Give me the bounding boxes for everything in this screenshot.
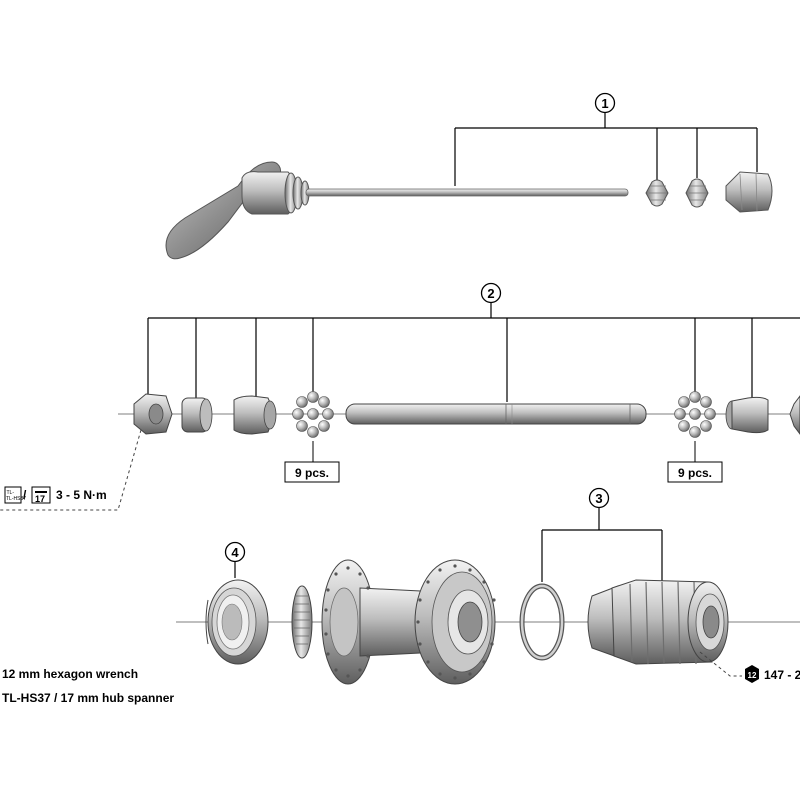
svg-text:17: 17 (35, 494, 45, 504)
torque-spec-left: TL- TL-HS37 / 17 3 - 5 N·m (0, 429, 142, 511)
svg-text:12: 12 (748, 671, 757, 680)
ball-count-right: 9 pcs. (667, 441, 723, 483)
callout-4: 4 (224, 541, 246, 578)
svg-text:/: / (23, 488, 27, 502)
hub-axle (345, 403, 647, 425)
cone-left (233, 395, 277, 435)
torque-right-value: 147 - 2 (764, 668, 800, 682)
svg-text:TL-HS37: TL-HS37 (6, 496, 26, 502)
callout-1-number: 1 (601, 96, 608, 111)
callout-3: 3 (541, 487, 663, 588)
ball-count-left-label: 9 pcs. (295, 466, 329, 480)
dust-cap (205, 579, 269, 665)
freehub-spacer-ring (519, 583, 565, 661)
ball-bearings-left (292, 391, 334, 438)
ball-count-right-label: 9 pcs. (678, 466, 712, 480)
skewer-adjusting-nut (725, 171, 773, 213)
ball-bearings-right (674, 391, 716, 438)
torque-left-value: 3 - 5 N·m (56, 488, 107, 502)
callout-2-number: 2 (487, 286, 494, 301)
callout-3-number: 3 (595, 491, 602, 506)
hub-shell (291, 559, 496, 685)
axle-assembly (133, 391, 800, 438)
ball-count-left: 9 pcs. (284, 441, 340, 483)
cone-right (725, 396, 769, 434)
legend-line-2: TL-HS37 / 17 mm hub spanner (2, 691, 174, 705)
svg-text:TL-: TL- (7, 490, 15, 496)
lock-nut-left (133, 393, 173, 435)
skewer-rod (305, 188, 629, 197)
callout-1: 1 (454, 92, 758, 186)
wrench-17mm-icon: 17 (31, 486, 51, 504)
quick-release-skewer (165, 161, 773, 260)
spacer-left (181, 397, 213, 433)
lock-nut-right (789, 395, 800, 435)
freehub-body (587, 579, 729, 665)
legend-line-1: 12 mm hexagon wrench (2, 667, 138, 681)
callout-4-number: 4 (231, 545, 239, 560)
callout-2: 2 (147, 282, 800, 402)
wrench-12mm-icon: 12 (745, 665, 759, 683)
hub-spanner-icon: TL- TL-HS37 (4, 486, 26, 504)
tool-legend: 12 mm hexagon wrench TL-HS37 / 17 mm hub… (2, 667, 174, 705)
torque-spec-right: 12 147 - 2 (699, 651, 800, 683)
